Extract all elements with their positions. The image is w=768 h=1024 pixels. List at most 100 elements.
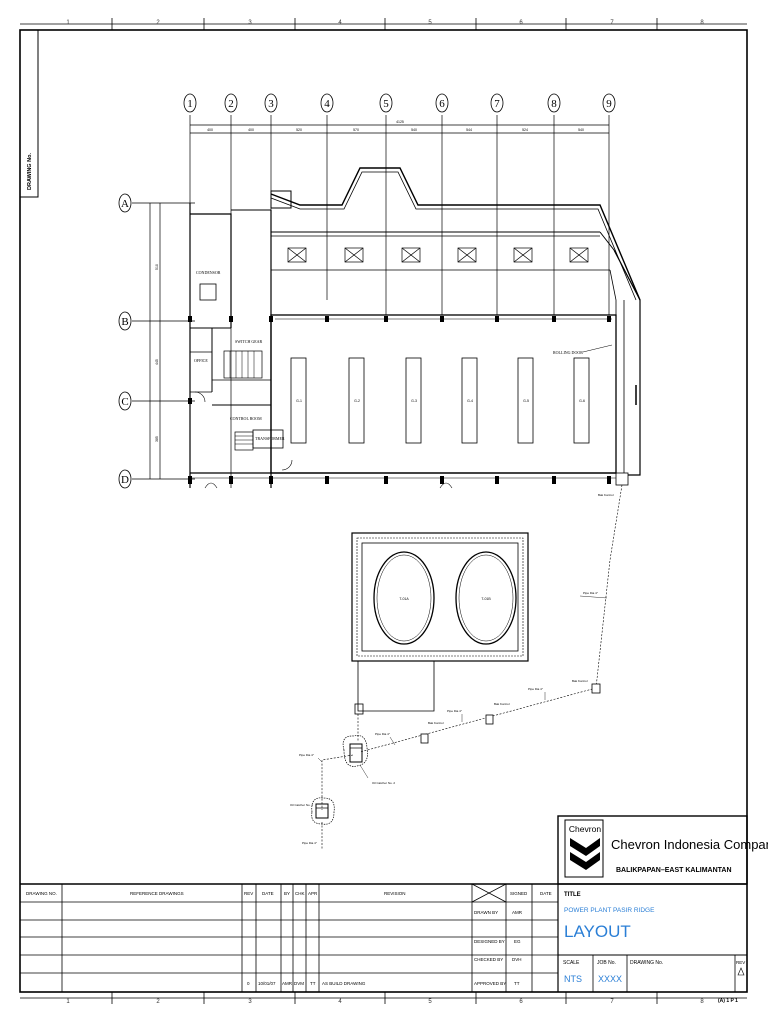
zone-numbers-bottom: 1 2 3 4 5 6 7 8 [66,999,704,1005]
overall-dimension: 4125 [396,120,404,124]
zone-number: 4 [338,20,342,26]
signature-label: CHECKED BY [474,957,503,962]
logo-text: Chevron [569,824,601,834]
grid-bubble-2: 2 [224,93,238,113]
grid-column-bubbles: 1 2 3 4 5 6 7 8 9 [183,93,616,113]
header-revision: REVISION [384,891,406,896]
svg-text:8: 8 [551,98,557,110]
drawing-no-label: DRAWING No. [630,960,663,966]
note-bak-kontrol: Bak Kontrol [598,493,614,497]
header-by: BY [284,891,290,896]
row-dimension: 385 [155,436,159,442]
job-no-value: XXXX [598,974,622,984]
zone-number: 8 [700,20,704,26]
zone-number: 3 [248,999,252,1005]
zone-ticks [20,18,747,1004]
revision-text: AS BUILD DRAWING [322,981,366,986]
note-pipe-dia: Pipe Dia 4" [447,709,462,713]
scale-value: NTS [564,974,582,984]
row-dimension: 510 [155,264,159,270]
generator-g4 [461,357,478,444]
chevron-logo-icon: Chevron [564,819,604,878]
svg-text:4: 4 [324,98,330,110]
tank-labels: T-01A T-01B [399,597,491,601]
column-dimensions: 4125 400 400 520 570 540 544 524 540 [207,120,584,132]
signature-rows: DRAWN BY AMR DESIGNED BY EG CHECKED BY D… [474,910,523,986]
grid-bubble-7: 7 [490,93,504,113]
title-label: TITLE [564,892,581,898]
room-labels: CONDENSOR SWITCH GEAR OFFICE CONTROL ROO… [194,270,583,441]
rolling-door-leader [582,344,613,353]
generator-g3 [405,357,422,444]
grid-bubble-D: D [118,469,132,489]
room-label-rolling-door: ROLLING DOOR [553,350,583,355]
column-dimension: 524 [522,128,528,132]
header-appr: APR [308,891,318,896]
note-pipe-dia: Pipe Dia 4" [375,732,390,736]
svg-text:5: 5 [383,98,389,110]
generator-g1 [290,357,307,444]
revision-chk: DVM [294,981,304,986]
note-bak-kontrol: Bak Kontrol [494,702,510,706]
generator-label: G-4 [467,399,473,403]
revision-by: AMR [282,981,293,986]
sheet-border [19,29,748,993]
grid-bubble-3: 3 [264,93,278,113]
zone-number: 5 [428,999,432,1005]
row-dimension: 445 [155,359,159,365]
building-walls [189,167,641,489]
drain-pipes [321,484,623,850]
zone-number: 1 [66,20,70,26]
svg-text:B: B [121,316,128,328]
note-pipe-dia: Pipe Dia 4" [583,591,598,595]
note-pipe-dia: Pipe Dia 4" [528,687,543,691]
column-dimension: 570 [353,128,359,132]
note-oil-catcher-1: Oil Catcher No. 1 [290,803,313,807]
signature-label: DESIGNED BY [474,939,505,944]
header-date2: DATE [540,891,552,896]
generator-g5 [517,357,534,444]
generator-label: G-6 [579,399,585,403]
zone-number: 8 [700,999,704,1005]
zone-number: 1 [66,999,70,1005]
svg-text:3: 3 [268,98,274,110]
grid-bubble-4: 4 [320,93,334,113]
vent-fans [287,247,589,263]
zone-number: 6 [519,999,523,1005]
column-dimension: 540 [578,128,584,132]
room-label-switch-gear: SWITCH GEAR [235,339,263,344]
column-dimension: 400 [248,128,254,132]
rev-label: REV [736,960,745,965]
row-dimensions: 510 445 385 [155,264,159,442]
control-pits [420,683,601,744]
annotation-leaders [317,595,608,779]
revision-row: 0 10/01/07 AMR DVM TT AS BUILD DRAWING [247,981,366,986]
zone-numbers-top: 1 2 3 4 5 6 7 8 [66,20,704,26]
grid-bubble-1: 1 [183,93,197,113]
stair-hatching [229,351,255,445]
zone-number: 6 [519,20,523,26]
zone-number: 2 [156,20,160,26]
column-dimension: 540 [411,128,417,132]
grid-bubble-C: C [118,391,132,411]
tank-bund [351,532,529,715]
svg-text:D: D [121,474,129,486]
rev-triangle-icon [737,967,745,976]
note-oil-catcher-2: Oil Catcher No. 2 [372,781,395,785]
note-pipe-dia: Pipe Dia 4" [299,753,314,757]
grid-bubble-8: 8 [547,93,561,113]
svg-text:A: A [121,198,129,210]
room-label-control-room: CONTROL ROOM [230,416,262,421]
room-label-condensor: CONDENSOR [196,270,221,275]
scale-label: SCALE [563,960,580,966]
generator-label: G-2 [354,399,360,403]
column-dimension: 400 [207,128,213,132]
title-block-frame [20,815,748,992]
company-location: BALIKPAPAN–EAST KALIMANTAN [616,867,732,874]
header-signed: SIGNED [510,891,528,896]
pipe-annotations: Bak Kontrol Pipe Dia 4" Bak Kontrol Pipe… [290,493,614,845]
header-reference: REFERENCE DRAWINGS [130,891,184,896]
column-dimension: 544 [466,128,472,132]
column-dimension: 520 [296,128,302,132]
revision-date: 10/01/07 [258,981,276,986]
